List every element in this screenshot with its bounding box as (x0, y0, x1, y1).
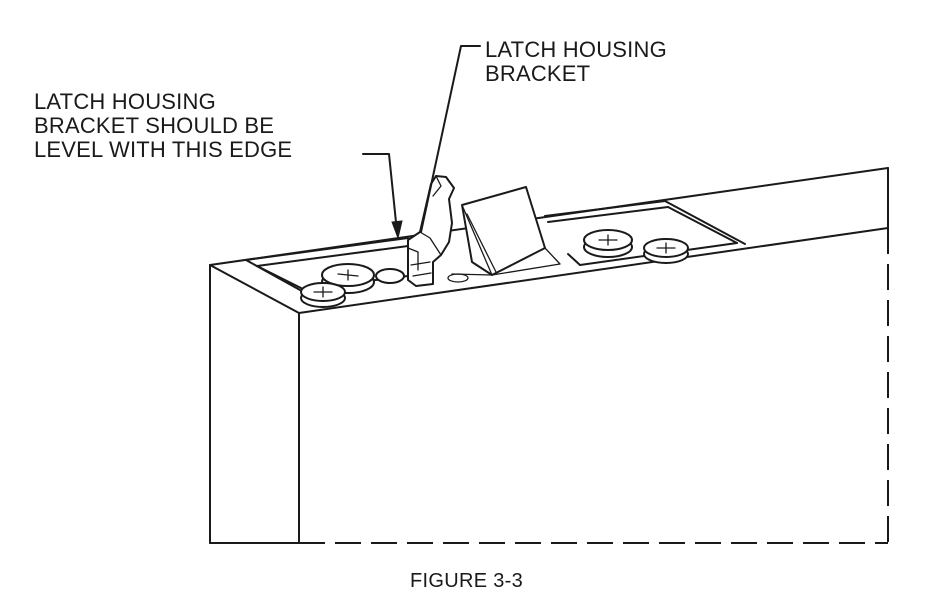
label-line: LATCH HOUSING (485, 37, 667, 62)
screw-right-front (643, 238, 689, 264)
figure-caption: FIGURE 3-3 (409, 570, 524, 592)
label-level-instruction: LATCH HOUSING BRACKET SHOULD BE LEVEL WI… (34, 90, 292, 162)
label-line: BRACKET (485, 61, 591, 86)
label-line: LEVEL WITH THIS EDGE (34, 137, 293, 162)
label-line: LATCH HOUSING (34, 89, 216, 114)
screw-right-back (583, 229, 633, 258)
screw-mid (375, 268, 405, 284)
label-latch-housing-bracket: LATCH HOUSING BRACKET (485, 38, 667, 86)
door-panel (209, 167, 889, 544)
leader-bracket (420, 45, 481, 233)
screw-left-upper (321, 263, 375, 294)
leader-level (362, 153, 403, 240)
screw-left-lower (300, 282, 346, 308)
latch-housing-bracket (407, 175, 455, 287)
latch-housing-block (447, 186, 561, 283)
label-line: BRACKET SHOULD BE (34, 113, 275, 138)
break-lines (299, 228, 889, 544)
